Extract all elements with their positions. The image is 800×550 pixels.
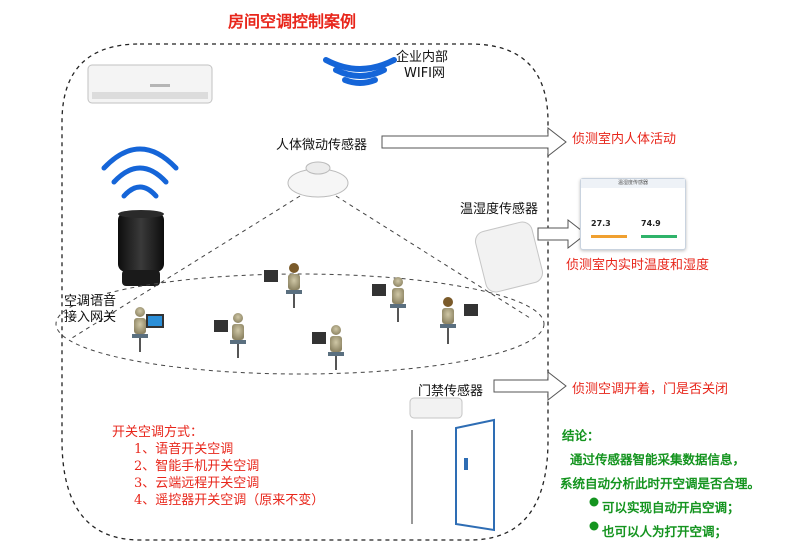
- phone-humidity-bar: [641, 235, 677, 238]
- motion-sensor-icon: [287, 161, 349, 198]
- wifi-label-line2: WIFI网: [404, 66, 445, 81]
- conclusion-line1: 通过传感器智能采集数据信息，: [570, 452, 746, 467]
- control-methods: 开关空调方式： 1、语音开关空调 2、智能手机开关空调 3、云端远程开关空调 4…: [112, 424, 324, 509]
- arrow-temp-humidity: [537, 218, 587, 250]
- air-conditioner-icon: [87, 64, 213, 104]
- voice-gateway-label-line2: 接入网关: [64, 310, 117, 325]
- coverage-area: [55, 273, 545, 375]
- bullet-icon: [589, 521, 599, 531]
- phone-temp-value: 27.3: [591, 219, 611, 228]
- phone-app-screen: 温湿度传感器 27.3 74.9: [580, 178, 686, 250]
- motion-detect-label: 侦测室内人体活动: [572, 132, 677, 147]
- arrow-door: [493, 370, 567, 402]
- wifi-icon: [323, 57, 397, 86]
- page-title: 房间空调控制案例: [228, 12, 357, 31]
- conclusion-bullet1: 可以实现自动开启空调；: [602, 500, 740, 515]
- methods-heading: 开关空调方式：: [112, 425, 204, 440]
- speaker-wifi-icon: [101, 146, 179, 199]
- temp-humidity-sensor-icon: [474, 221, 544, 293]
- people-icons: [132, 263, 478, 370]
- wifi-label-line1: 企业内部: [396, 50, 449, 65]
- person-icon: [440, 297, 478, 344]
- phone-temp-bar: [591, 235, 627, 238]
- temp-humidity-sensor-label: 温湿度传感器: [460, 202, 539, 217]
- smart-speaker-icon: [118, 210, 164, 286]
- arrow-motion: [381, 126, 567, 158]
- person-icon: [312, 325, 344, 370]
- voice-gateway-label-line1: 空调语音: [64, 294, 117, 309]
- phone-humidity-value: 74.9: [641, 219, 661, 228]
- person-icon: [264, 263, 302, 308]
- conclusion-bullet2: 也可以人为打开空调；: [602, 524, 728, 539]
- door-icon: [411, 418, 495, 532]
- temp-humidity-detect-label: 侦测室内实时温度和湿度: [566, 258, 710, 273]
- door-sensor-label: 门禁传感器: [418, 384, 484, 399]
- method-item: 1、语音开关空调: [134, 442, 234, 457]
- door-sensor-icon: [409, 397, 463, 419]
- method-item: 3、云端远程开关空调: [134, 476, 260, 491]
- conclusion-line2: 系统自动分析此时开空调是否合理。: [560, 476, 761, 491]
- person-icon: [372, 277, 406, 322]
- conclusion-heading: 结论：: [562, 428, 600, 443]
- coverage-line-right: [335, 195, 531, 319]
- method-item: 2、智能手机开关空调: [134, 459, 260, 474]
- person-icon: [214, 313, 246, 358]
- bullet-icon: [589, 497, 599, 507]
- conclusion: 结论： 通过传感器智能采集数据信息， 系统自动分析此时开空调是否合理。 可以实现…: [560, 424, 761, 544]
- phone-app-title: 温湿度传感器: [581, 179, 685, 188]
- person-icon: [132, 307, 164, 352]
- method-item: 4、遥控器开关空调（原来不变）: [134, 493, 325, 508]
- door-detect-label: 侦测空调开着，门是否关闭: [572, 382, 729, 397]
- motion-sensor-label: 人体微动传感器: [276, 138, 368, 153]
